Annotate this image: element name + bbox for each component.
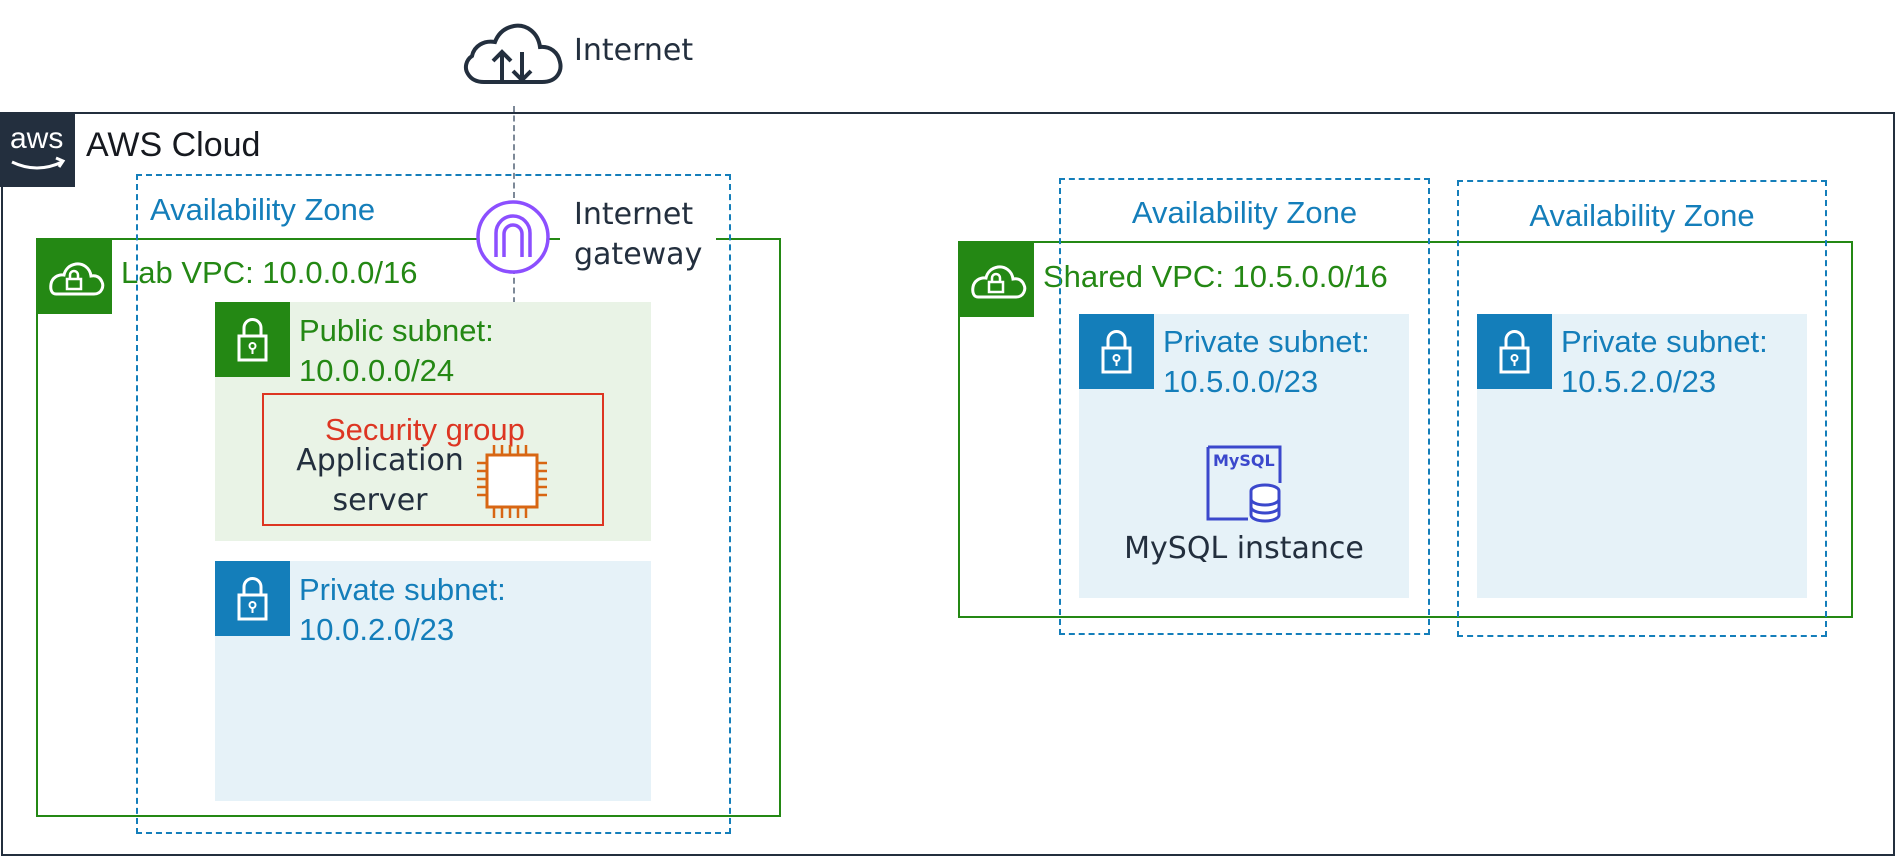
shared-availability-zone-2-label: Availability Zone [1529, 198, 1755, 233]
internet-gateway-label-line2: gateway [574, 237, 703, 272]
lab-private-subnet-lock-icon [215, 561, 290, 636]
internet-gateway-label: Internet gateway [574, 195, 702, 275]
application-server-label-line1: Application [296, 443, 464, 478]
internet-connection-line [513, 106, 515, 198]
aws-cloud-boundary [1, 112, 1895, 856]
security-group-boundary [262, 393, 604, 526]
mysql-database-icon: MySQL [1204, 443, 1284, 523]
shared-availability-zone-2 [1457, 180, 1827, 637]
internet-gateway-label-bg [560, 190, 716, 280]
shared-private-subnet-1-label-line1: Private subnet: [1163, 324, 1370, 359]
shared-private-subnet-1-label: Private subnet: 10.5.0.0/23 [1163, 322, 1370, 402]
shared-private-subnet-1-cidr: 10.5.0.0/23 [1163, 364, 1319, 399]
application-server-label-line2: server [332, 483, 428, 518]
shared-vpc-boundary [958, 241, 1853, 618]
internet-label: Internet [574, 33, 694, 68]
shared-private-subnet-2-lock-icon [1477, 314, 1552, 389]
security-group-label: Security group [325, 412, 525, 447]
shared-vpc-label: Shared VPC: 10.5.0.0/16 [1043, 259, 1388, 294]
internet-gateway-icon [475, 199, 551, 275]
public-subnet-label-line1: Public subnet: [299, 313, 494, 348]
public-subnet-cidr: 10.0.0.0/24 [299, 353, 455, 388]
internet-cloud-icon [462, 18, 564, 86]
shared-private-subnet-2-label-line1: Private subnet: [1561, 324, 1768, 359]
aws-cloud-title: AWS Cloud [86, 126, 261, 164]
lab-vpc-label: Lab VPC: 10.0.0.0/16 [121, 255, 418, 290]
shared-private-subnet-2-cidr: 10.5.2.0/23 [1561, 364, 1717, 399]
lab-availability-zone [136, 174, 731, 834]
lab-vpc-cloud-icon [36, 238, 112, 314]
shared-vpc-cloud-icon [958, 241, 1034, 317]
public-subnet-lock-icon [215, 302, 290, 377]
lab-private-subnet-label: Private subnet: 10.0.2.0/23 [299, 570, 506, 650]
mysql-icon-text: MySQL [1213, 451, 1275, 470]
lab-private-subnet-label-line1: Private subnet: [299, 572, 506, 607]
shared-availability-zone-1 [1059, 178, 1430, 635]
aws-logo: aws [0, 112, 75, 187]
ec2-instance-chip-icon [474, 442, 550, 522]
lab-private-subnet-cidr: 10.0.2.0/23 [299, 612, 455, 647]
mysql-instance-label: MySQL instance [1124, 531, 1364, 566]
shared-availability-zone-1-label: Availability Zone [1131, 195, 1358, 230]
shared-private-subnet-1-lock-icon [1079, 314, 1154, 389]
lab-availability-zone-label: Availability Zone [150, 192, 376, 227]
internet-gateway-label-line1: Internet [574, 197, 694, 232]
shared-private-subnet-2-label: Private subnet: 10.5.2.0/23 [1561, 322, 1768, 402]
aws-logo-text: aws [10, 122, 64, 155]
application-server-label: Application server [290, 441, 470, 521]
lab-vpc-boundary [36, 238, 781, 817]
public-subnet-label: Public subnet: 10.0.0.0/24 [299, 311, 494, 391]
